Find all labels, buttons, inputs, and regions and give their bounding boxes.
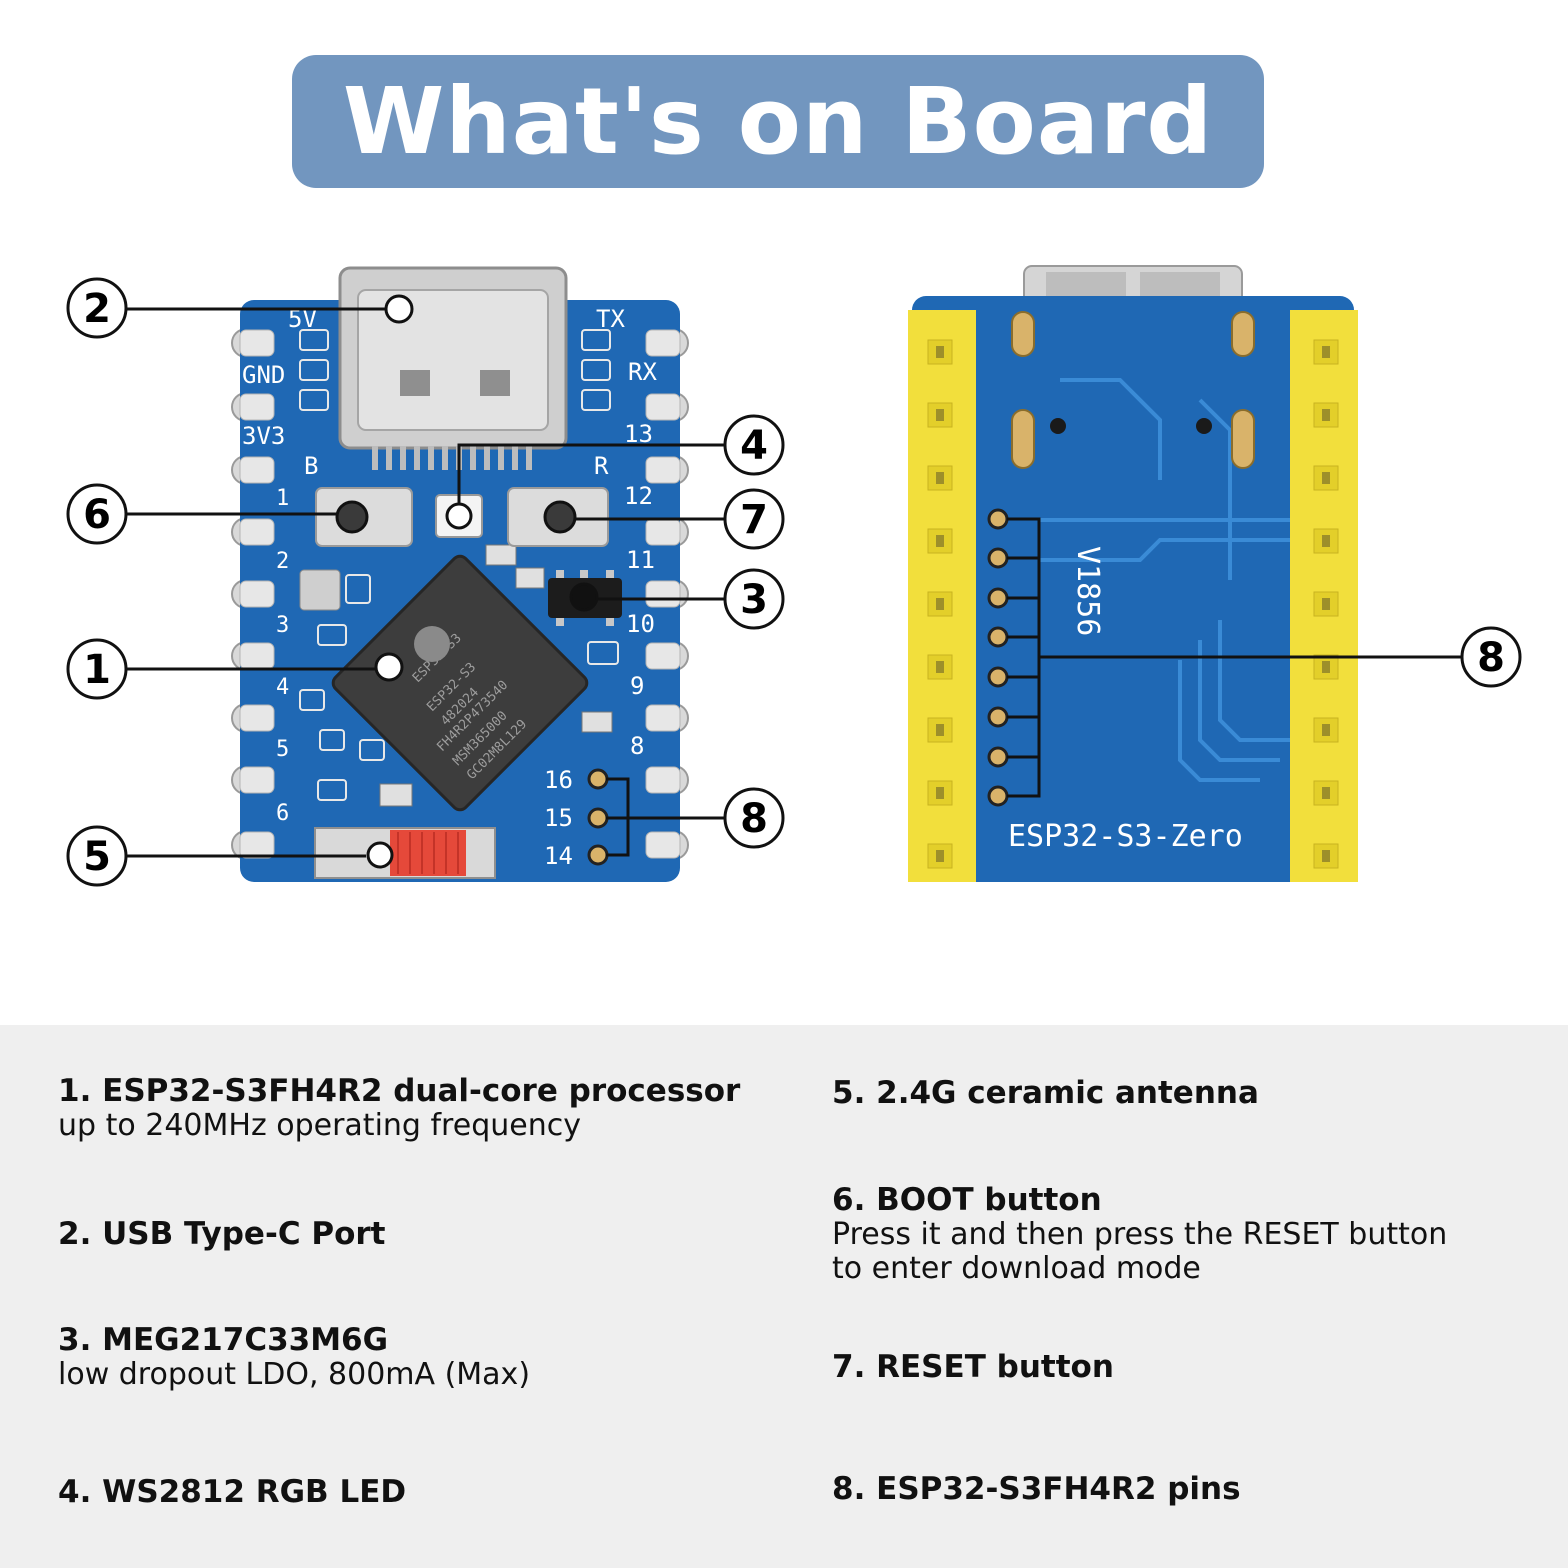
reset-button bbox=[507, 487, 609, 547]
callout-6: 6 bbox=[66, 483, 128, 545]
legend-item-7: 7. RESET button bbox=[832, 1349, 1114, 1385]
legend-panel bbox=[0, 1025, 1568, 1568]
legend-item-6-desc: Press it and then press the RESET button bbox=[832, 1217, 1448, 1252]
legend-item-3-title: 3. MEG217C33M6G bbox=[58, 1322, 389, 1358]
board-diagram: 5V GND 3V3 TX RX 13 12 11 10 9 8 1 2 3 4… bbox=[66, 265, 1522, 887]
callout-7-number: 7 bbox=[740, 497, 768, 543]
callout-5-number: 5 bbox=[83, 834, 111, 880]
silk-tx: TX bbox=[596, 305, 625, 333]
ceramic-antenna bbox=[314, 827, 496, 879]
callout-4: 4 bbox=[723, 414, 785, 476]
legend-item-5-title: 5. 2.4G ceramic antenna bbox=[832, 1075, 1259, 1111]
callout-5: 5 bbox=[66, 825, 128, 887]
legend-item-4: 4. WS2812 RGB LED bbox=[58, 1474, 406, 1510]
silk-10: 10 bbox=[626, 610, 655, 638]
right-pin-header bbox=[1290, 310, 1358, 882]
legend-item-5: 5. 2.4G ceramic antenna bbox=[832, 1075, 1259, 1111]
back-leader-lines bbox=[1007, 517, 1462, 798]
legend-item-4-title: 4. WS2812 RGB LED bbox=[58, 1474, 407, 1510]
callout-2: 2 bbox=[66, 277, 128, 339]
silk-reset-mark: R bbox=[594, 452, 609, 480]
back-version-label: V1856 bbox=[1070, 546, 1105, 636]
silk-1: 1 bbox=[276, 486, 289, 511]
back-board-name: ESP32-S3-Zero bbox=[1008, 819, 1243, 854]
callout-8-back: 8 bbox=[1460, 626, 1522, 688]
legend-item-1-desc: up to 240MHz operating frequency bbox=[58, 1108, 581, 1143]
legend-item-8-title: 8. ESP32-S3FH4R2 pins bbox=[832, 1471, 1241, 1507]
front-leader-lines bbox=[126, 294, 724, 858]
legend-item-3: 3. MEG217C33M6G low dropout LDO, 800mA (… bbox=[58, 1322, 530, 1392]
legend-item-6: 6. BOOT button Press it and then press t… bbox=[832, 1182, 1447, 1286]
silk-rx: RX bbox=[628, 358, 657, 386]
legend-item-6-title: 6. BOOT button bbox=[832, 1182, 1102, 1218]
legend-item-3-desc: low dropout LDO, 800mA (Max) bbox=[58, 1357, 531, 1392]
callout-8-front: 8 bbox=[723, 787, 785, 849]
usb-c-connector bbox=[338, 266, 568, 470]
back-board: V1856 ESP32-S3-Zero bbox=[908, 265, 1358, 882]
title-banner: What's on Board bbox=[292, 55, 1264, 188]
silk-gnd: GND bbox=[242, 361, 285, 389]
back-pcb bbox=[912, 296, 1354, 882]
callout-8-back-number: 8 bbox=[1477, 635, 1505, 681]
back-gpio-pads bbox=[987, 508, 1009, 807]
silk-3v3: 3V3 bbox=[242, 422, 285, 450]
pad-label-16: 16 bbox=[544, 766, 573, 794]
boot-button bbox=[315, 487, 413, 547]
left-pin-header bbox=[908, 310, 976, 882]
callout-3-number: 3 bbox=[740, 577, 768, 623]
silk-12: 12 bbox=[624, 482, 653, 510]
legend-item-1: 1. ESP32-S3FH4R2 dual-core processor up … bbox=[58, 1073, 740, 1143]
pad-label-14: 14 bbox=[544, 842, 573, 870]
silk-4: 4 bbox=[276, 675, 289, 700]
front-board: 5V GND 3V3 TX RX 13 12 11 10 9 8 1 2 3 4… bbox=[231, 266, 689, 882]
silk-boot-mark: B bbox=[304, 452, 318, 480]
legend-item-7-title: 7. RESET button bbox=[832, 1349, 1114, 1385]
espressif-logo bbox=[414, 626, 450, 662]
legend-item-6-desc-2: to enter download mode bbox=[832, 1251, 1201, 1286]
page-title: What's on Board bbox=[342, 68, 1214, 175]
callout-2-number: 2 bbox=[83, 286, 111, 332]
silk-3: 3 bbox=[276, 613, 289, 638]
silk-2: 2 bbox=[276, 549, 289, 574]
silk-9: 9 bbox=[630, 672, 644, 700]
legend-item-2: 2. USB Type-C Port bbox=[58, 1216, 385, 1252]
esp32-s3-chip: ESP32-S3 bbox=[331, 554, 589, 812]
silk-13: 13 bbox=[624, 420, 653, 448]
callout-8-front-number: 8 bbox=[740, 796, 768, 842]
pad-label-15: 15 bbox=[544, 804, 573, 832]
callout-4-number: 4 bbox=[740, 423, 768, 469]
legend-item-1-title: 1. ESP32-S3FH4R2 dual-core processor bbox=[58, 1073, 741, 1109]
callout-1: 1 bbox=[66, 638, 128, 700]
silk-5: 5 bbox=[276, 737, 289, 762]
callout-1-number: 1 bbox=[83, 647, 111, 693]
legend-item-8: 8. ESP32-S3FH4R2 pins bbox=[832, 1471, 1241, 1507]
callout-7: 7 bbox=[723, 488, 785, 550]
callout-3: 3 bbox=[723, 568, 785, 630]
callout-6-number: 6 bbox=[83, 492, 111, 538]
silk-8: 8 bbox=[630, 732, 644, 760]
legend-item-2-title: 2. USB Type-C Port bbox=[58, 1216, 386, 1252]
silk-11: 11 bbox=[626, 546, 655, 574]
silk-6: 6 bbox=[276, 801, 289, 826]
